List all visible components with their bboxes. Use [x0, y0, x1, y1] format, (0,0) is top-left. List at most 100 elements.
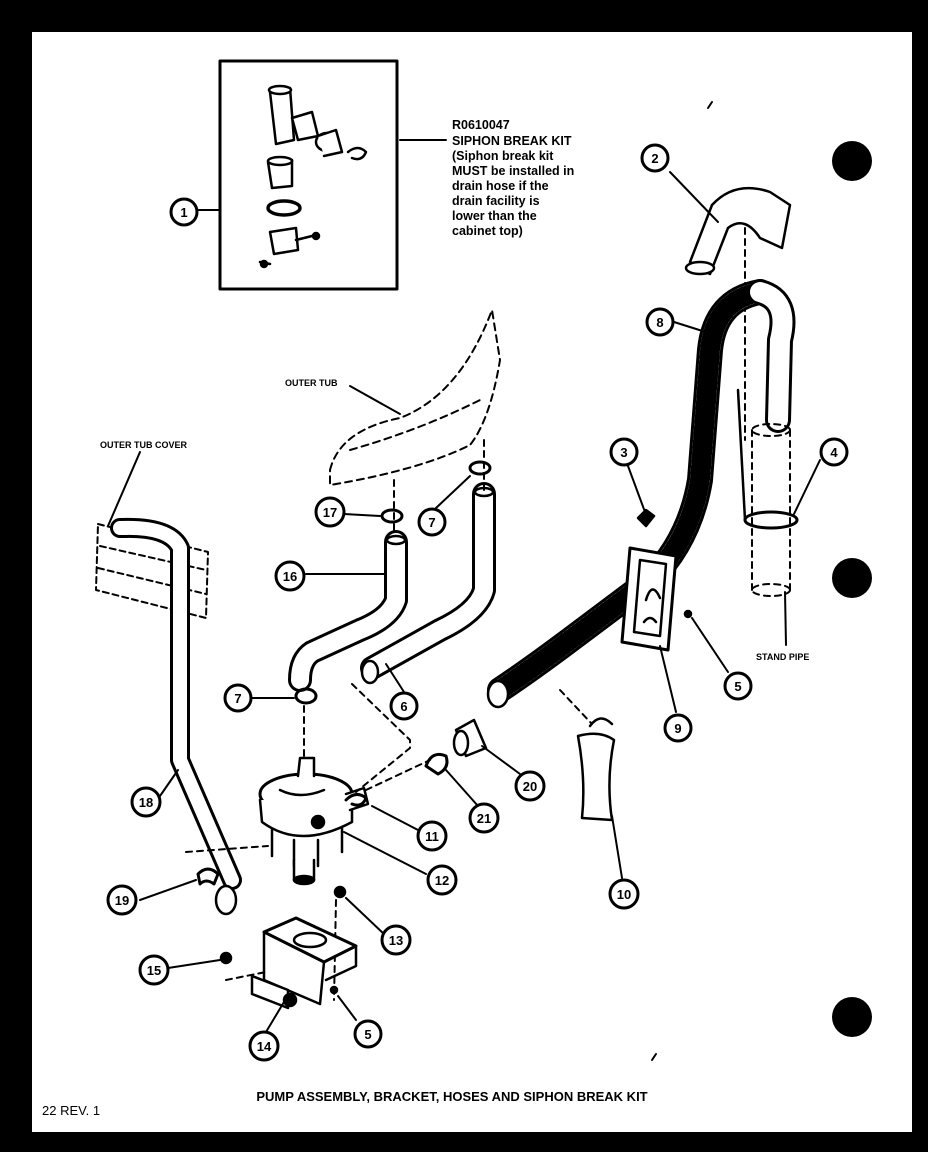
callout-circle-21: [468, 802, 500, 834]
callout-circle-7a: [417, 507, 447, 537]
hidden-line: [365, 759, 431, 791]
callout-circle-11: [416, 820, 448, 852]
callout-14: 14: [257, 1039, 272, 1054]
callout-circle-6: [389, 691, 419, 721]
callout-circle-18: [130, 786, 162, 818]
callout-circle-7b: [223, 683, 253, 713]
siphon-kit-box: [218, 59, 399, 291]
callout-8: 8: [656, 315, 663, 330]
kit-note-line: lower than the: [452, 209, 537, 223]
leader-c19: [139, 879, 197, 901]
screw-13: [333, 885, 347, 899]
leader-c21: [445, 769, 479, 807]
leader-c11: [371, 805, 419, 831]
leader-c5-lower: [337, 995, 357, 1021]
leader-c13: [345, 897, 385, 935]
pump-12: [258, 756, 370, 886]
kit-note-line: (Siphon break kit: [452, 149, 554, 163]
stand-pipe: [736, 388, 799, 597]
tube-18: [110, 517, 242, 916]
leader-outer-tub-cover: [107, 451, 141, 527]
callout-circle-17: [314, 496, 346, 528]
leader-c12: [343, 831, 427, 875]
leader-c7-top: [435, 475, 471, 509]
siphon-kit-parts: [258, 84, 368, 269]
callout-7-top: 7: [428, 515, 435, 530]
callout-circle-14: [248, 1030, 280, 1062]
callout-circle-10: [608, 878, 640, 910]
callout-circle-2: [640, 143, 670, 173]
callout-9: 9: [674, 721, 681, 736]
binder-hole: [832, 558, 872, 598]
leader-c3: [627, 465, 646, 513]
callout-circle-15: [138, 954, 170, 986]
callout-circle-13: [380, 924, 412, 956]
callout-6: 6: [400, 699, 407, 714]
callout-17: 17: [323, 505, 337, 520]
kit-part-number: R0610047: [452, 118, 510, 132]
callout-4: 4: [830, 445, 838, 460]
hidden-line: [351, 683, 411, 793]
callout-circle-19: [106, 884, 138, 916]
bracket-14: [250, 916, 358, 1010]
hose-holder-10: [576, 717, 616, 822]
callout-21: 21: [477, 811, 491, 826]
hidden-line: [185, 845, 269, 853]
callout-circle-20: [514, 770, 546, 802]
leader-c18: [159, 769, 179, 797]
callout-circle-8: [645, 307, 675, 337]
clamp-11: [344, 793, 368, 807]
outer-tub: [329, 309, 501, 486]
callout-20: 20: [523, 779, 537, 794]
hose-6: [360, 482, 496, 685]
leader-c10: [611, 815, 623, 879]
kit-note-line: MUST be installed in: [452, 164, 574, 178]
kit-title: SIPHON BREAK KIT: [452, 134, 572, 148]
callout-circle-12: [426, 864, 458, 896]
leader-c2: [669, 171, 719, 223]
leader-c17: [343, 513, 381, 517]
leader-c14: [265, 1001, 285, 1033]
clamp-21: [424, 752, 449, 776]
clip-19: [196, 867, 220, 886]
callout-circle-9: [663, 713, 693, 743]
callout-circle-5a: [723, 671, 753, 701]
leader-stand-pipe: [784, 591, 787, 646]
callout-19: 19: [115, 893, 129, 908]
leader-outer-tub: [349, 385, 401, 415]
callout-circle-1: [169, 197, 199, 227]
callout-16: 16: [283, 569, 297, 584]
page-number: 22 REV. 1: [42, 1103, 100, 1118]
callout-10: 10: [617, 887, 631, 902]
hidden-line: [225, 971, 267, 981]
callout-5-right: 5: [734, 679, 741, 694]
callout-circle-16: [274, 560, 306, 592]
drain-hose-8: [486, 279, 796, 709]
callout-11: 11: [425, 829, 439, 844]
screw-5-right: [683, 609, 693, 619]
callout-circle-3: [609, 437, 639, 467]
leader-c5-right: [691, 617, 729, 673]
leader-c9: [659, 645, 677, 713]
screw-15: [219, 951, 233, 965]
screw-5-lower: [329, 985, 339, 995]
hidden-line: [559, 689, 593, 725]
callout-7-lower: 7: [234, 691, 241, 706]
leader-c20: [481, 745, 521, 775]
label-stand-pipe: STAND PIPE: [756, 652, 809, 662]
callout-3: 3: [620, 445, 627, 460]
callout-15: 15: [147, 963, 161, 978]
hose-16: [288, 530, 408, 692]
figure-caption: PUMP ASSEMBLY, BRACKET, HOSES AND SIPHON…: [256, 1089, 647, 1104]
label-outer-tub-cover: OUTER TUB COVER: [100, 440, 188, 450]
clip-3: [636, 508, 656, 528]
callout-13: 13: [389, 933, 403, 948]
callout-1: 1: [180, 205, 187, 220]
leader-c15: [167, 959, 221, 969]
hose-guide-9: [620, 546, 678, 652]
callout-circle-4: [819, 437, 849, 467]
kit-note-line: drain facility is: [452, 194, 540, 208]
callout-12: 12: [435, 873, 449, 888]
binder-hole: [832, 997, 872, 1037]
